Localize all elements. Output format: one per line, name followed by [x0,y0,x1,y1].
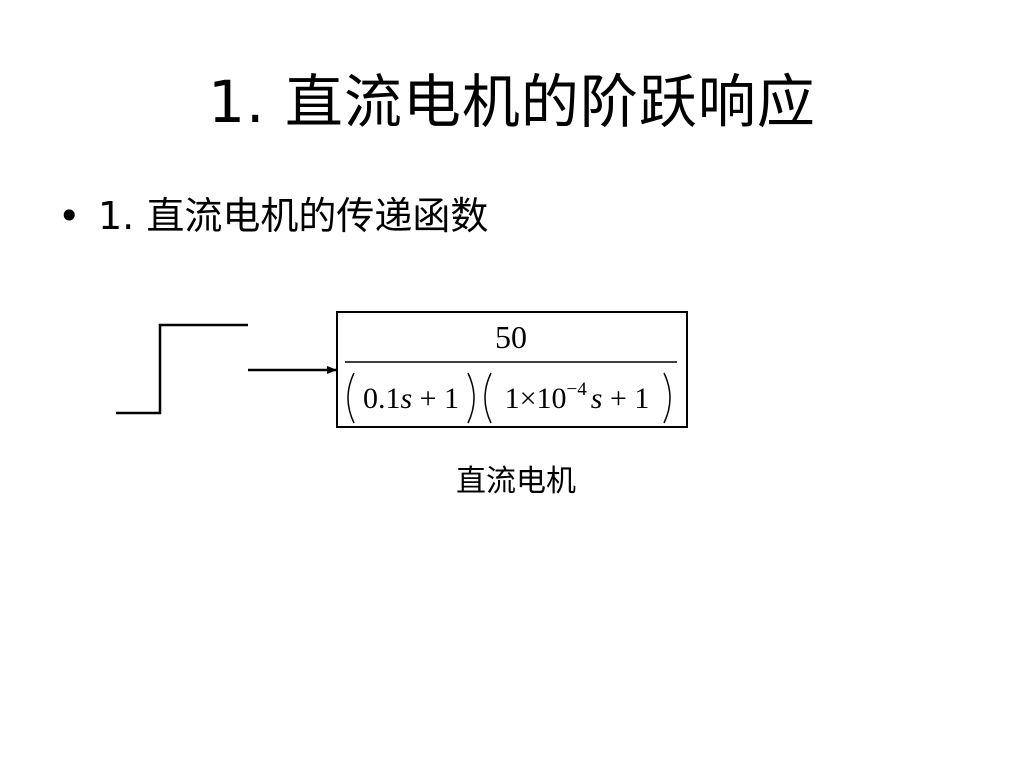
bullet-item: • 1. 直流电机的传递函数 [58,188,488,244]
bullet-text: 1. 直流电机的传递函数 [98,194,489,238]
tf-paren-close-2 [663,372,671,424]
tf-paren-open-2 [484,372,492,424]
slide-title: 1. 直流电机的阶跃响应 [208,68,816,136]
tf-denominator-factor-1: 0.1s + 1 [363,382,459,415]
transfer-function-block [336,311,688,428]
tf-paren-close-1 [467,372,475,424]
tf-paren-open-1 [347,372,355,424]
tf-numerator: 50 [495,319,527,355]
bullet-icon: • [58,194,81,238]
block-label: 直流电机 [456,464,576,499]
step-input-signal [116,323,248,415]
